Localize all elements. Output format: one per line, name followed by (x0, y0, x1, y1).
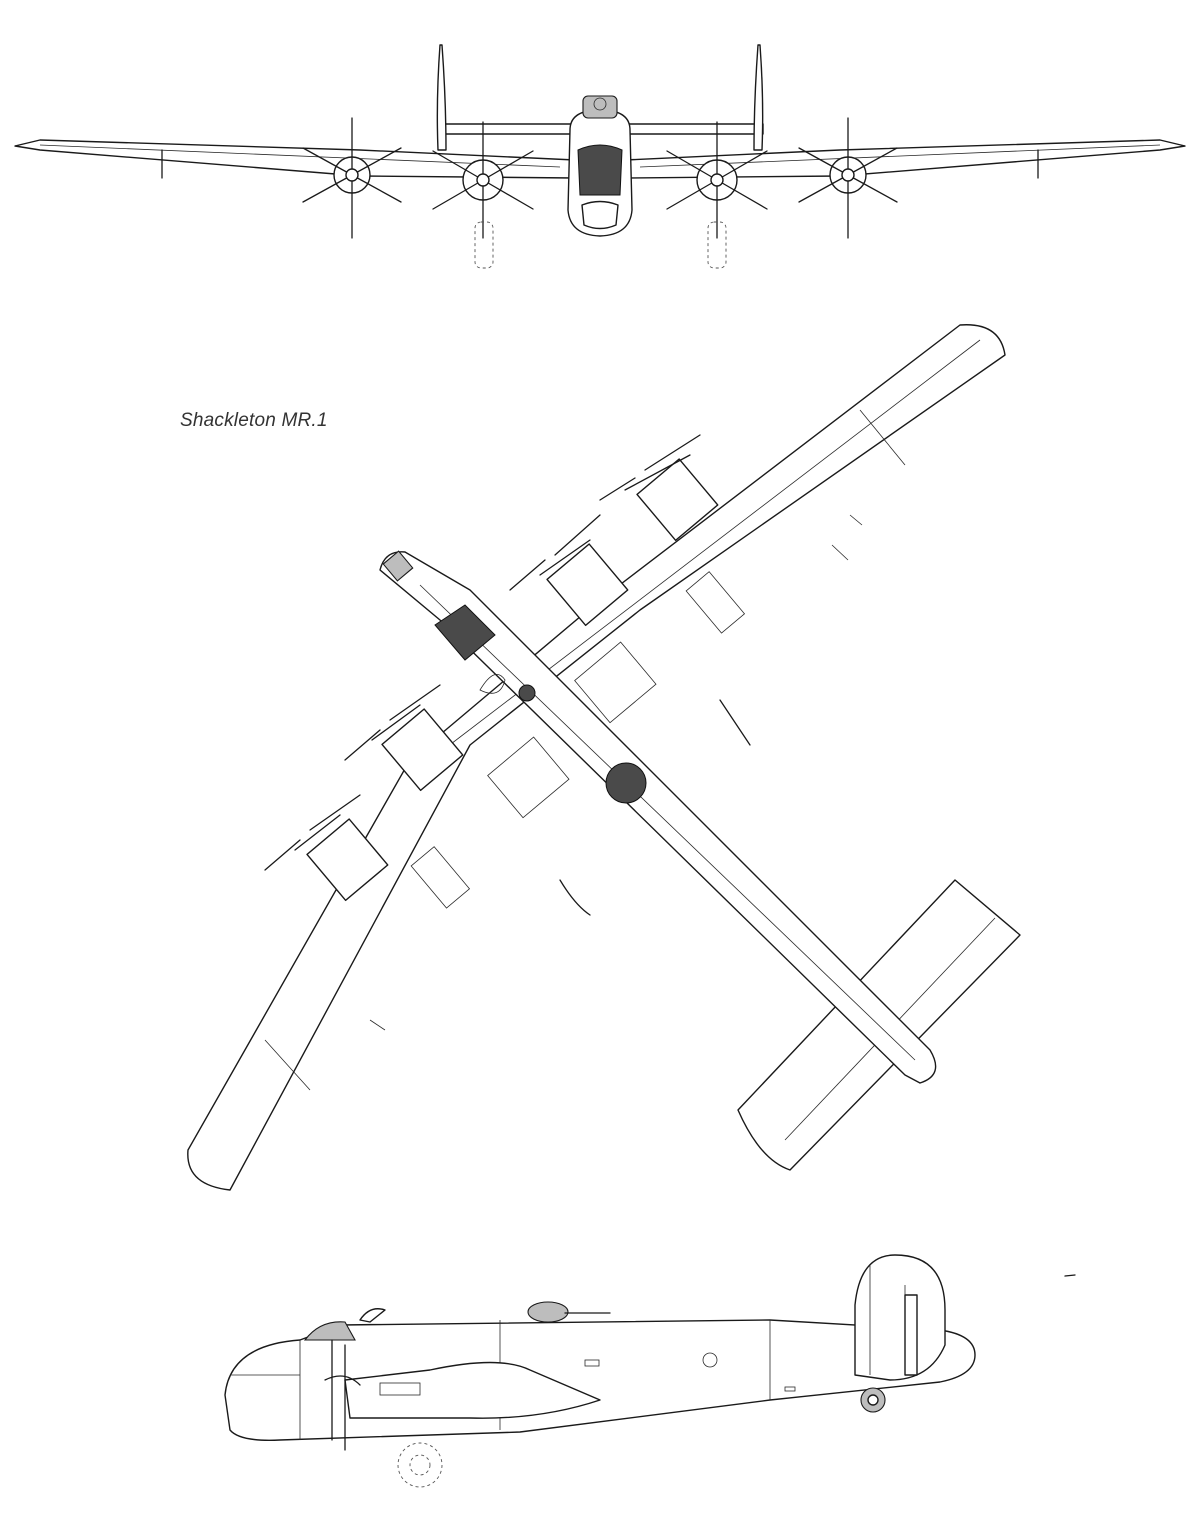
front-view-drawing (14, 44, 1186, 269)
plan-view-drawing (187, 324, 1021, 1191)
side-view-drawing (224, 1254, 1076, 1488)
aircraft-caption: Shackleton MR.1 (180, 410, 328, 431)
